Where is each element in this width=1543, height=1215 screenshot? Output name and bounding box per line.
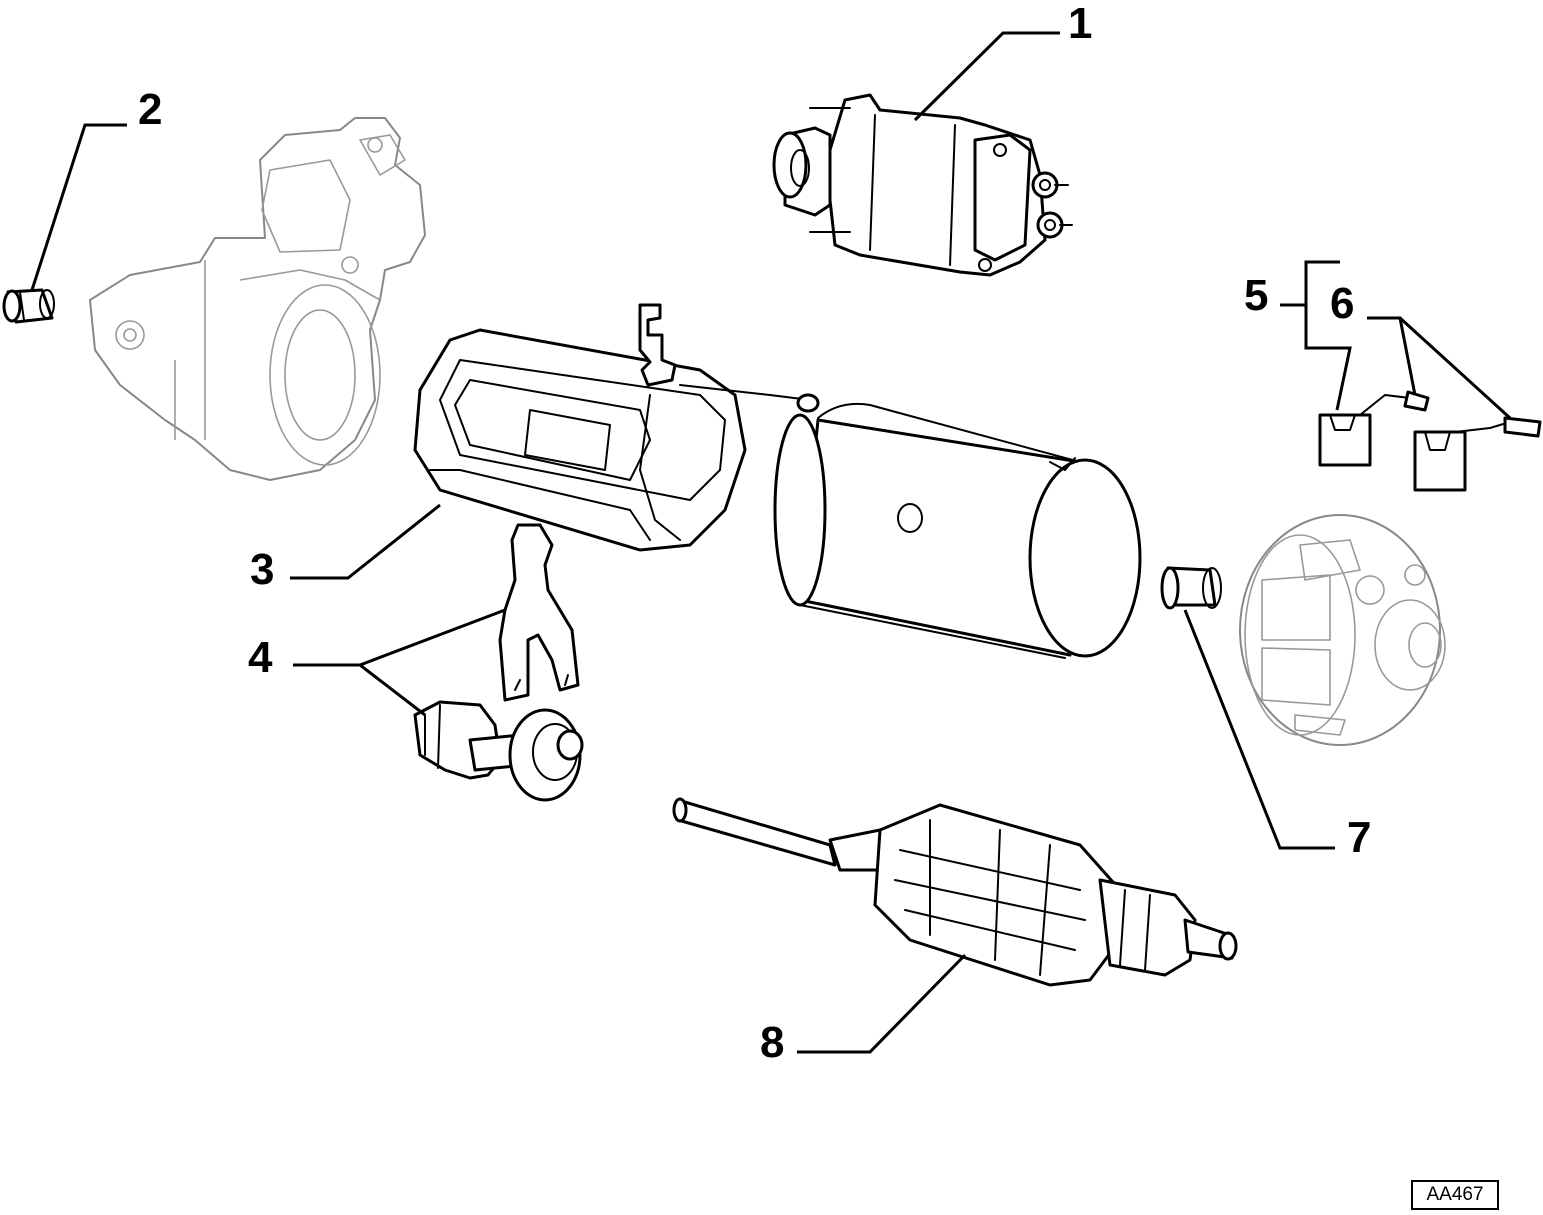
solenoid-switch-part — [772, 93, 1073, 277]
callout-8: 8 — [760, 1018, 784, 1067]
drive-pinion-part — [413, 700, 584, 802]
leader-4 — [293, 608, 506, 717]
brush-set-part — [1318, 390, 1542, 492]
reference-code-label: AA467 — [1411, 1180, 1499, 1210]
callout-6: 6 — [1330, 279, 1354, 328]
drive-end-housing-ghost — [89, 117, 426, 481]
leader-6 — [1367, 316, 1512, 420]
fork-lever-part — [498, 523, 580, 702]
leader-7 — [1183, 609, 1335, 850]
leader-1 — [913, 31, 1060, 122]
callout-7: 7 — [1347, 813, 1371, 862]
callout-2: 2 — [138, 85, 162, 134]
bushing-part — [2, 288, 55, 324]
callout-4: 4 — [248, 633, 273, 682]
end-bushing-part — [1160, 566, 1222, 610]
callout-5: 5 — [1244, 271, 1268, 320]
leader-2 — [30, 123, 127, 291]
leader-lines — [30, 31, 1512, 1054]
armature-part — [672, 797, 1238, 987]
callout-3: 3 — [250, 545, 274, 594]
commutator-end-cover-ghost — [1239, 514, 1446, 746]
callout-1: 1 — [1068, 0, 1092, 48]
leader-3 — [290, 503, 441, 580]
leader-8 — [797, 953, 967, 1054]
yoke-housing-part — [773, 402, 1142, 659]
leader-5 — [1280, 260, 1352, 411]
field-coil-part — [413, 303, 820, 552]
